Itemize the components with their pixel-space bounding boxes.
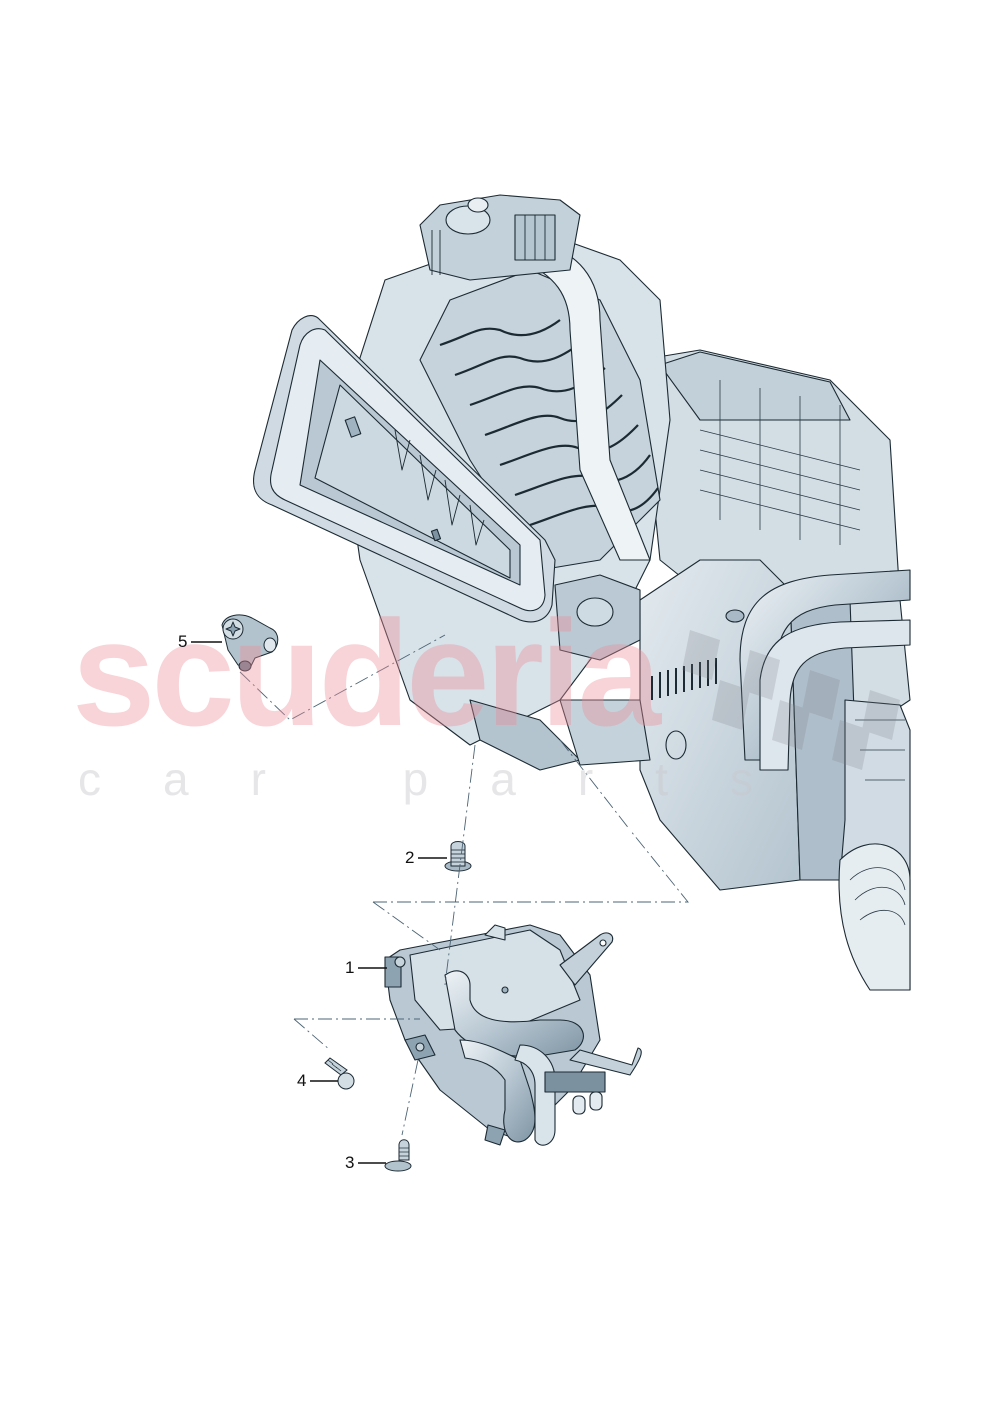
housing-fins	[651, 658, 717, 700]
assembly-line-2	[444, 744, 476, 986]
screw-shank	[398, 1139, 410, 1161]
plate-hole	[501, 986, 509, 994]
heater-bracket-arm	[559, 932, 614, 986]
coolant-pipe	[514, 1044, 556, 1146]
callout-3[interactable]: 3	[345, 1153, 355, 1172]
housing-port	[725, 609, 745, 623]
callout-2[interactable]: 2	[405, 848, 415, 867]
heater-mount-bolt	[394, 956, 406, 968]
bracket-hole	[599, 939, 607, 947]
assembly-lines	[239, 634, 689, 1136]
filter-tab	[430, 528, 442, 542]
air-filter-frame	[253, 315, 556, 623]
callout-5[interactable]: 5	[178, 632, 188, 651]
housing-port	[665, 730, 687, 760]
assembly-line-3	[401, 1059, 419, 1136]
watermark-brand: scuderia	[72, 589, 661, 757]
assembly-line-housing	[559, 739, 631, 831]
assembly-line-5	[239, 634, 446, 721]
screw-head	[337, 1072, 355, 1090]
heater-bracket-top	[484, 924, 506, 941]
hvac-unit-assembly	[253, 194, 911, 991]
assembly-line-1-diag	[372, 901, 441, 951]
heater-bracket-lower	[569, 1047, 642, 1076]
pipe-stub	[589, 1091, 603, 1111]
hvac-rear-housing-top	[659, 351, 851, 421]
pipe-stub	[572, 1095, 586, 1115]
coolant-pipe	[459, 1039, 536, 1143]
fitting-port	[263, 637, 277, 653]
fitting-port	[238, 660, 252, 672]
callout-leaders	[191, 641, 447, 1164]
assembly-line-1-top	[373, 829, 689, 903]
coolant-pipe-large	[759, 619, 911, 771]
callout-4[interactable]: 4	[297, 1071, 307, 1090]
blower-motor	[419, 194, 581, 281]
hvac-duct-channel	[519, 239, 651, 561]
callout-1[interactable]: 1	[345, 958, 355, 977]
filter-clip	[344, 416, 362, 438]
watermark-flag-icon	[682, 630, 900, 770]
filter-inner	[314, 384, 511, 579]
grommet-part-2[interactable]	[444, 841, 472, 872]
lower-housing-foot	[469, 699, 581, 771]
heater-module-part-1[interactable]	[384, 924, 642, 1146]
heater-connector-block	[544, 1071, 606, 1093]
blower-motor-cap-top	[467, 197, 489, 213]
screw-washer	[384, 1160, 412, 1172]
actuator-gear	[576, 597, 614, 627]
screw-part-3[interactable]	[384, 1139, 412, 1172]
heater-mount-foot	[484, 1124, 506, 1146]
screw-part-4[interactable]	[324, 1057, 355, 1090]
watermark-tagline: car parts	[78, 753, 815, 805]
torx-star-icon	[225, 621, 241, 637]
lower-housing-foot	[559, 699, 651, 766]
assembly-line-4-diag	[293, 1018, 331, 1051]
heater-mount-bolt	[415, 1042, 425, 1052]
fan-outlet-ring	[838, 843, 911, 991]
fitting-part-5[interactable]	[221, 614, 279, 672]
